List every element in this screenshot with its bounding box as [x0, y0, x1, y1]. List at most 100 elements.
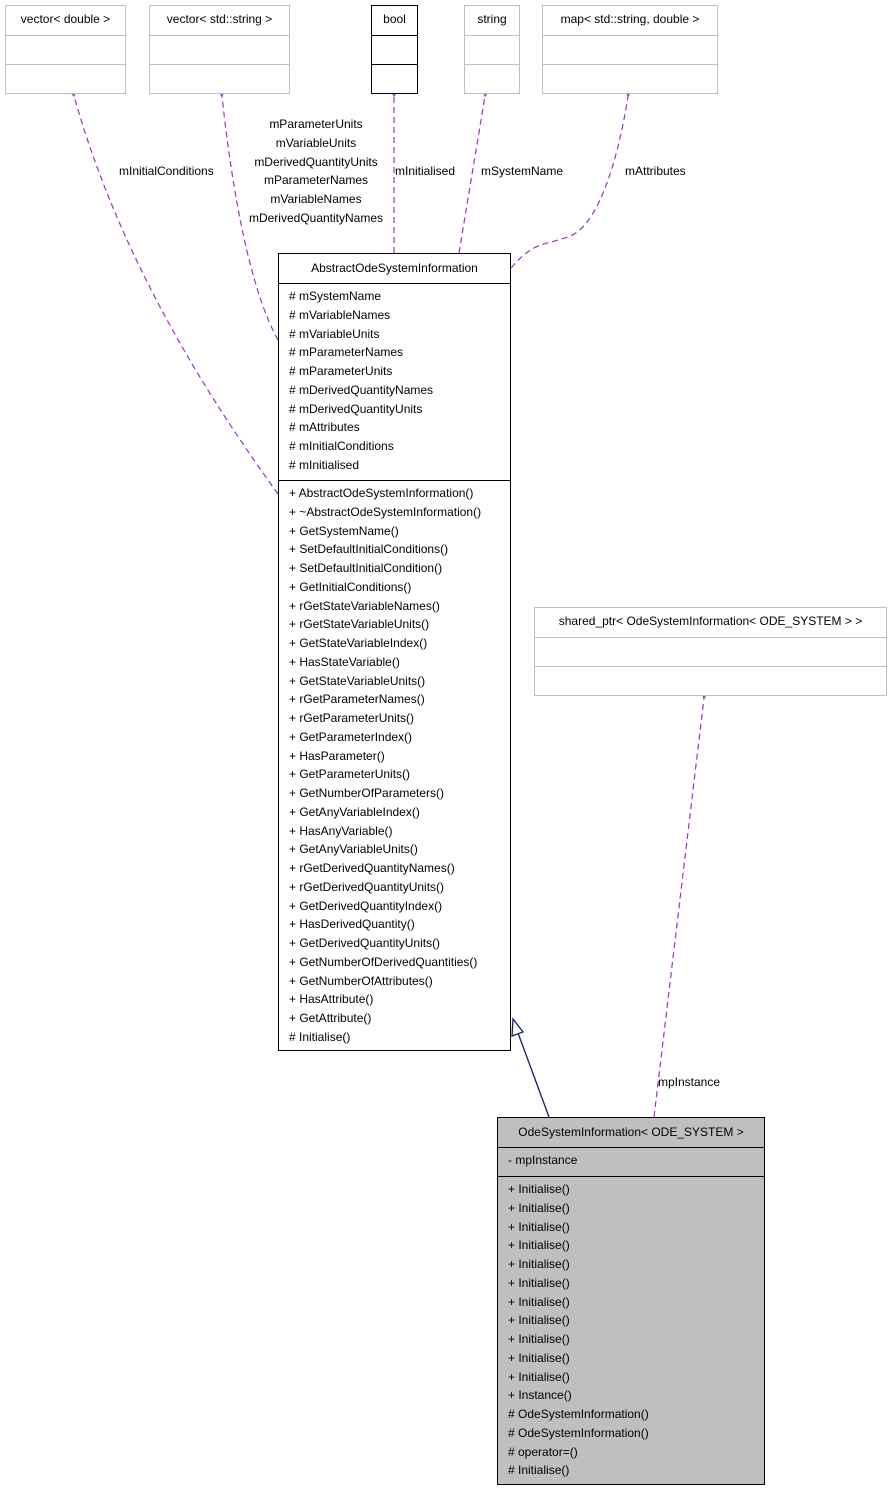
- attribute-item[interactable]: # mDerivedQuantityUnits: [289, 401, 423, 416]
- edge-vector-string: [222, 96, 279, 341]
- edge-label-line: mParameterNames: [263, 173, 369, 188]
- divider: [279, 480, 510, 481]
- method-item[interactable]: # OdeSystemInformation(): [508, 1407, 649, 1421]
- method-item[interactable]: + rGetParameterNames(): [289, 692, 425, 707]
- edge-label-system-name: mSystemName: [481, 164, 564, 178]
- method-item[interactable]: + Initialise(): [508, 1238, 570, 1253]
- method-item[interactable]: + rGetStateVariableUnits(): [289, 617, 430, 632]
- method-item[interactable]: + rGetDerivedQuantityUnits(): [289, 879, 445, 894]
- method-item[interactable]: + SetDefaultInitialCondition(): [289, 561, 443, 575]
- class-abstract-ode-system-information[interactable]: AbstractOdeSystemInformation # mSystemNa…: [278, 253, 511, 1051]
- method-item[interactable]: + GetSystemName(): [289, 523, 399, 538]
- method-item[interactable]: # Initialise(): [508, 1463, 570, 1478]
- divider: [6, 64, 125, 65]
- attribute-item[interactable]: # mInitialised: [289, 457, 360, 472]
- edge-label-initial-conditions: mInitialConditions: [119, 164, 214, 178]
- method-item[interactable]: + GetStateVariableIndex(): [289, 636, 428, 650]
- method-item[interactable]: + Initialise(): [508, 1219, 570, 1234]
- edge-initial-conditions: [74, 96, 279, 495]
- attribute-item[interactable]: # mParameterNames: [289, 345, 404, 360]
- edge-label-line: mParameterUnits: [269, 117, 363, 131]
- divider: [150, 64, 289, 65]
- method-item[interactable]: + GetAnyVariableIndex(): [289, 804, 420, 819]
- method-item[interactable]: + HasAnyVariable(): [289, 823, 393, 838]
- divider: [6, 35, 125, 36]
- method-item[interactable]: + Initialise(): [508, 1313, 570, 1328]
- divider: [498, 1147, 764, 1148]
- class-title: bool: [383, 12, 406, 26]
- method-item[interactable]: + Initialise(): [508, 1294, 570, 1309]
- edge-label-line: mVariableNames: [270, 192, 362, 206]
- method-item[interactable]: + Initialise(): [508, 1275, 570, 1290]
- method-list: + Initialise() + Initialise() + Initialise…: [508, 1180, 760, 1480]
- method-item[interactable]: + GetNumberOfParameters(): [289, 786, 445, 800]
- method-item[interactable]: + rGetDerivedQuantityNames(): [289, 861, 455, 875]
- method-item[interactable]: + GetAttribute(): [289, 1011, 372, 1025]
- divider: [498, 1176, 764, 1177]
- method-item[interactable]: + GetInitialConditions(): [289, 579, 412, 594]
- class-map[interactable]: map< std::string, double >: [542, 5, 718, 94]
- class-title: shared_ptr< OdeSystemInformation< ODE_SY…: [558, 614, 863, 628]
- edge-label-line: mDerivedQuantityUnits: [254, 154, 378, 169]
- class-title: vector< double >: [20, 12, 111, 26]
- method-item[interactable]: + SetDefaultInitialConditions(): [289, 542, 449, 557]
- class-title: vector< std::string >: [166, 12, 273, 26]
- method-list: + AbstractOdeSystemInformation() + ~Abstr…: [289, 484, 506, 1047]
- class-vector-double[interactable]: vector< double >: [5, 5, 126, 94]
- method-item[interactable]: + Initialise(): [508, 1350, 570, 1365]
- class-vector-string[interactable]: vector< std::string >: [149, 5, 290, 94]
- class-title: OdeSystemInformation< ODE_SYSTEM >: [518, 1125, 744, 1139]
- attribute-list: - mpInstance: [508, 1151, 760, 1170]
- class-title: AbstractOdeSystemInformation: [311, 261, 478, 275]
- attribute-item[interactable]: # mVariableNames: [289, 307, 391, 322]
- method-item[interactable]: # Initialise(): [289, 1029, 351, 1044]
- method-item[interactable]: + rGetParameterUnits(): [289, 711, 415, 725]
- attribute-item[interactable]: # mDerivedQuantityNames: [289, 382, 434, 397]
- divider: [372, 35, 417, 36]
- method-item[interactable]: + GetDerivedQuantityIndex(): [289, 898, 443, 913]
- divider: [279, 283, 510, 284]
- method-item[interactable]: + GetNumberOfDerivedQuantities(): [289, 954, 478, 969]
- method-item[interactable]: + HasAttribute(): [289, 992, 374, 1007]
- attribute-item[interactable]: # mInitialConditions: [289, 439, 394, 453]
- edge-system-name: [458, 96, 485, 254]
- class-bool[interactable]: bool: [371, 5, 418, 94]
- method-item[interactable]: + HasDerivedQuantity(): [289, 917, 415, 932]
- edge-instance: [653, 698, 704, 1118]
- method-item[interactable]: + Initialise(): [508, 1332, 570, 1346]
- method-item[interactable]: + Initialise(): [508, 1257, 570, 1271]
- attribute-item[interactable]: # mParameterUnits: [289, 364, 393, 378]
- method-item[interactable]: + GetDerivedQuantityUnits(): [289, 936, 441, 950]
- attribute-item[interactable]: # mSystemName: [289, 289, 382, 303]
- method-item[interactable]: + Instance(): [508, 1388, 572, 1403]
- method-item[interactable]: + ~AbstractOdeSystemInformation(): [289, 504, 482, 519]
- attribute-item[interactable]: # mAttributes: [289, 420, 360, 435]
- edge-label-attributes: mAttributes: [625, 164, 686, 178]
- method-item[interactable]: + GetParameterUnits(): [289, 767, 411, 782]
- method-item[interactable]: + Initialise(): [508, 1369, 570, 1384]
- method-item[interactable]: + HasParameter(): [289, 748, 385, 763]
- edge-label-line: mVariableUnits: [275, 135, 357, 150]
- method-item[interactable]: + Initialise(): [508, 1200, 570, 1215]
- method-item[interactable]: # operator=(): [508, 1444, 578, 1459]
- method-item[interactable]: + AbstractOdeSystemInformation(): [289, 486, 474, 500]
- method-item[interactable]: + HasStateVariable(): [289, 654, 400, 669]
- method-item[interactable]: + rGetStateVariableNames(): [289, 598, 440, 613]
- method-item[interactable]: + GetStateVariableUnits(): [289, 673, 426, 688]
- method-item[interactable]: + GetNumberOfAttributes(): [289, 973, 433, 988]
- class-shared-ptr[interactable]: shared_ptr< OdeSystemInformation< ODE_SY…: [534, 607, 887, 696]
- method-item[interactable]: + GetAnyVariableUnits(): [289, 842, 418, 857]
- edge-label-instance: mpInstance: [658, 1075, 721, 1089]
- method-item[interactable]: + Initialise(): [508, 1182, 570, 1196]
- divider: [465, 64, 519, 65]
- class-title: map< std::string, double >: [560, 12, 700, 26]
- edge-label-initialised: mInitialised: [395, 164, 456, 178]
- method-item[interactable]: # OdeSystemInformation(): [508, 1425, 649, 1440]
- attribute-item[interactable]: # mVariableUnits: [289, 326, 380, 341]
- attribute-item[interactable]: - mpInstance: [508, 1153, 578, 1167]
- class-string[interactable]: string: [464, 5, 520, 94]
- method-item[interactable]: + GetParameterIndex(): [289, 729, 413, 744]
- edge-label-vector-string: mParameterUnits mVariableUnits mDerivedQ…: [236, 115, 396, 228]
- class-ode-system-information[interactable]: OdeSystemInformation< ODE_SYSTEM > - mpI…: [497, 1117, 765, 1485]
